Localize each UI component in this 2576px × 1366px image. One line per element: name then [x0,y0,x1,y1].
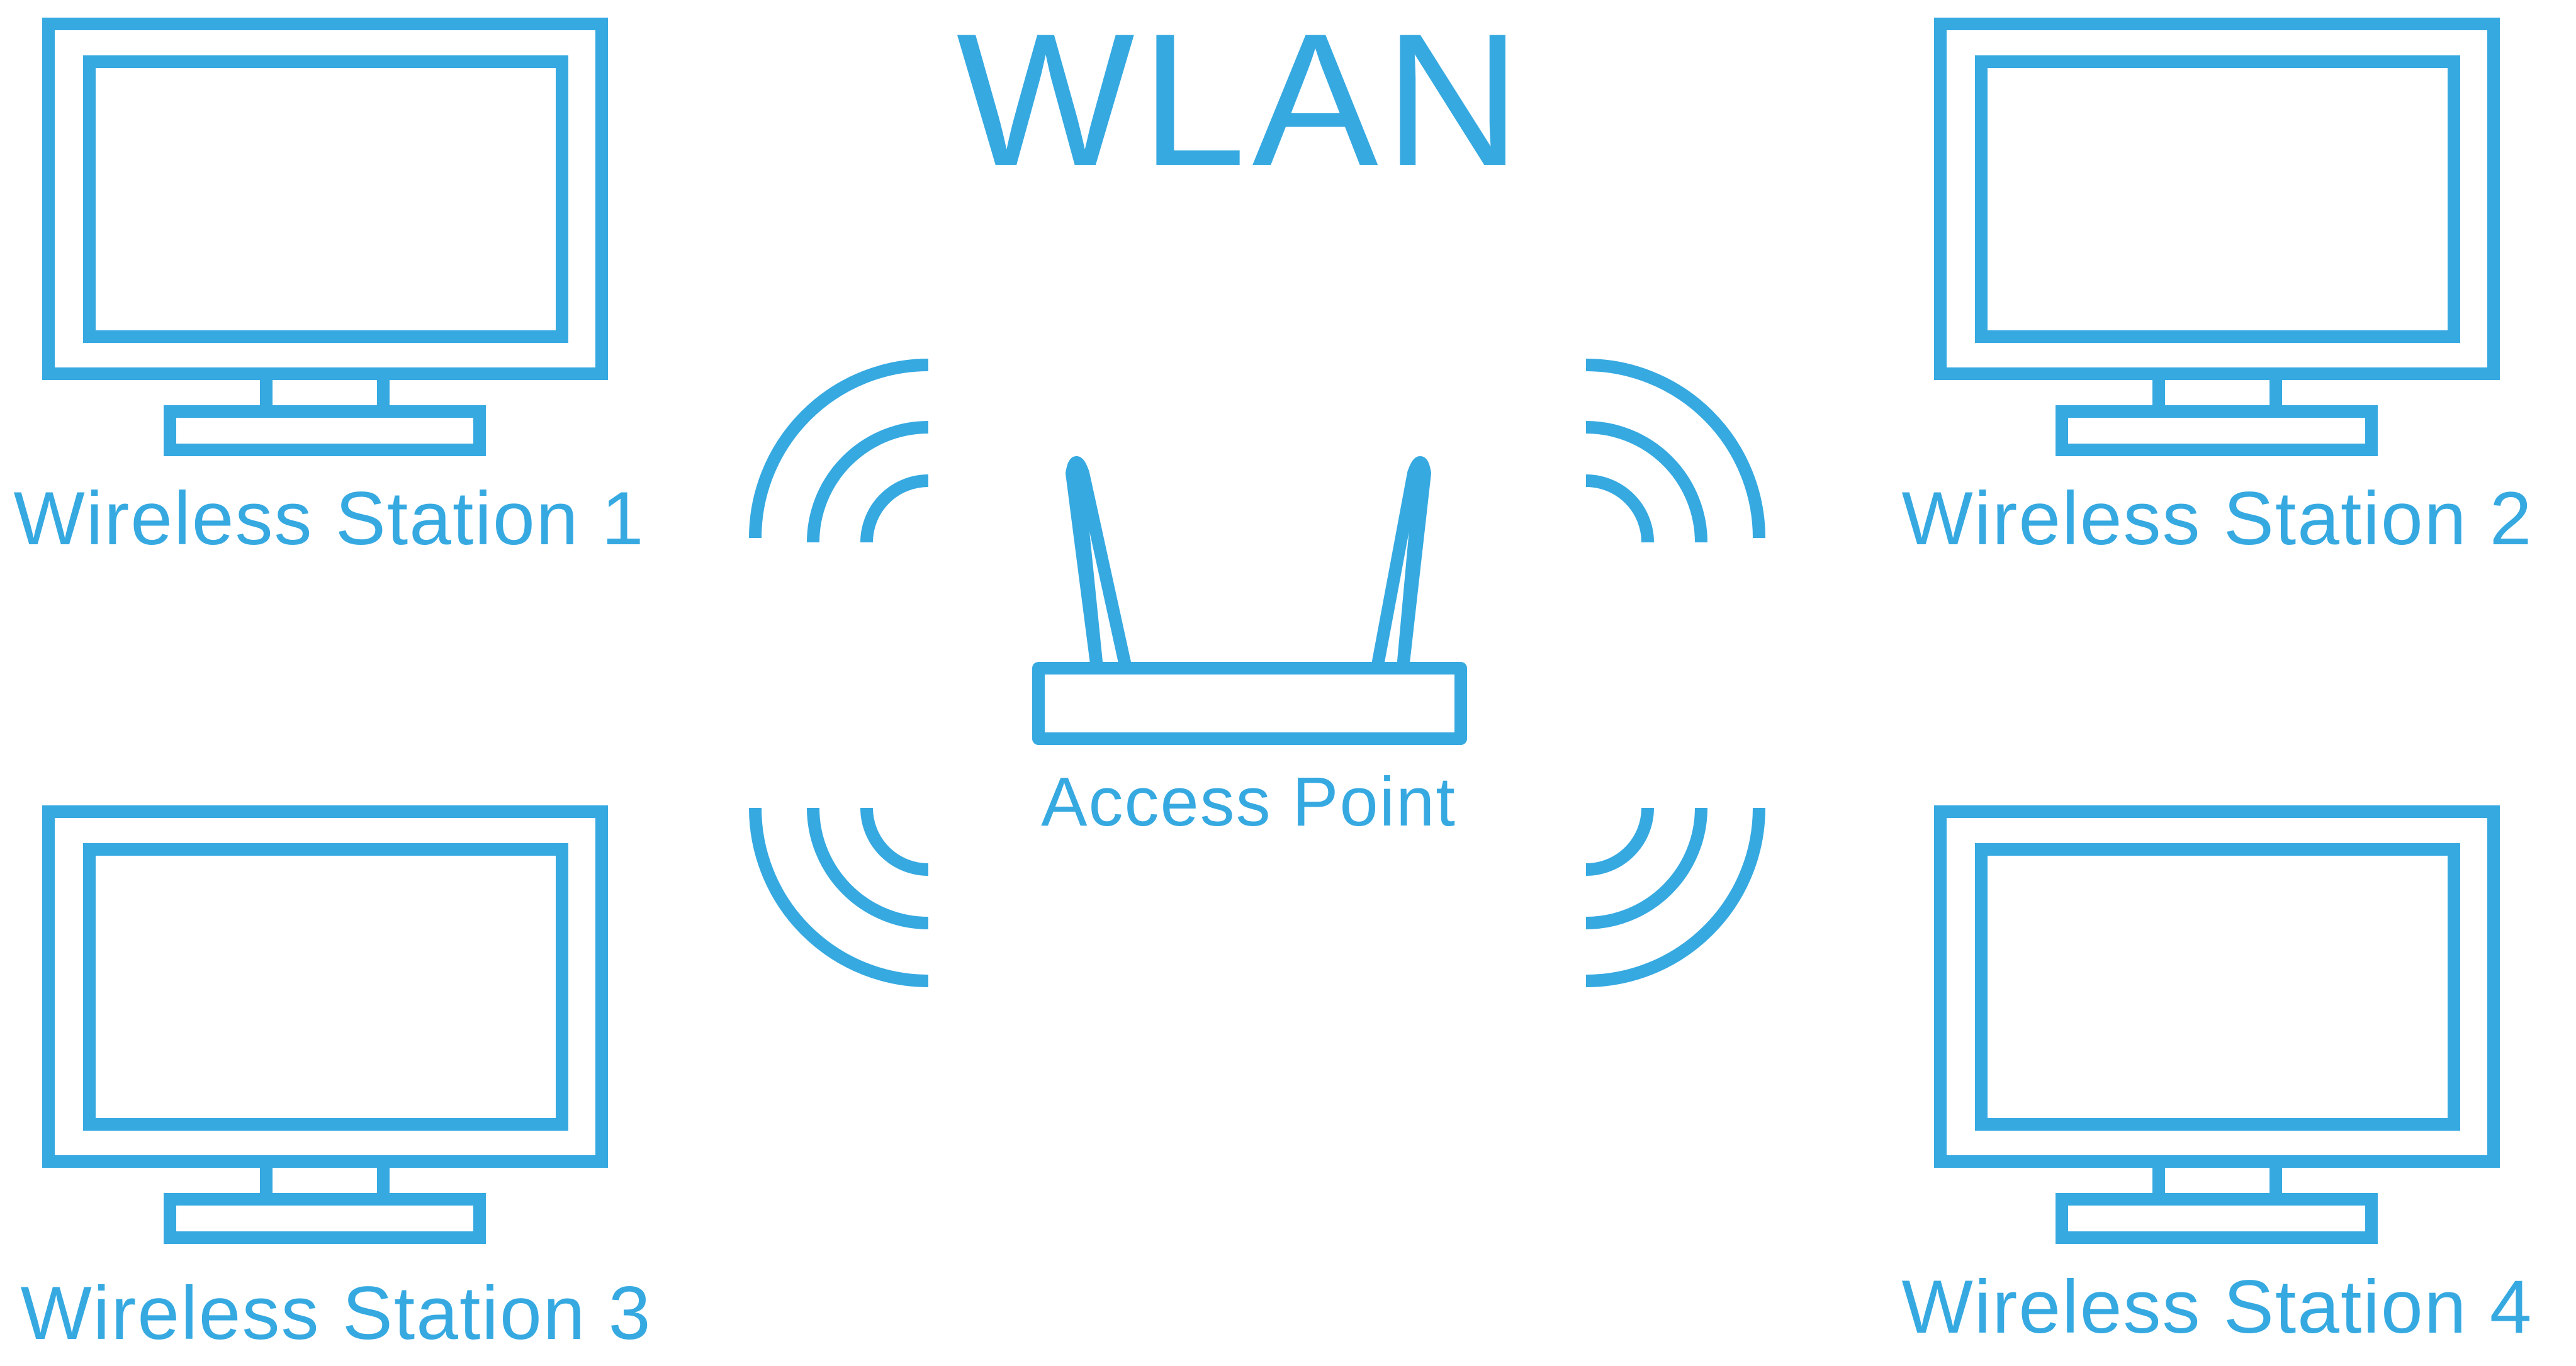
access-point-label: Access Point [1041,763,1456,841]
monitor-icon [42,805,608,1244]
signal-group-lower-left [749,807,929,987]
wifi-signal-icon [1585,359,1765,543]
signal-group-upper-left [749,359,929,543]
station-4: Wireless Station 4 [1901,805,2533,1349]
monitor-icon [1934,805,2500,1244]
monitor-icon [42,18,608,456]
router-icon [1032,456,1467,745]
signal-group-lower-right [1585,807,1765,987]
wifi-signal-icon [749,359,929,543]
station-label: Wireless Station 3 [20,1271,651,1355]
station-label: Wireless Station 2 [1901,476,2533,561]
diagram-title: WLAN [957,0,1527,205]
wifi-signal-icon [1585,807,1765,987]
station-2: Wireless Station 2 [1901,18,2533,561]
station-1: Wireless Station 1 [13,18,644,561]
monitor-icon [1934,18,2500,456]
access-point: Access Point [1032,456,1467,841]
station-label: Wireless Station 1 [13,476,644,561]
station-label: Wireless Station 4 [1901,1265,2533,1349]
signal-group-upper-right [1585,359,1765,543]
wifi-signal-icon [749,807,929,987]
station-3: Wireless Station 3 [20,805,651,1355]
